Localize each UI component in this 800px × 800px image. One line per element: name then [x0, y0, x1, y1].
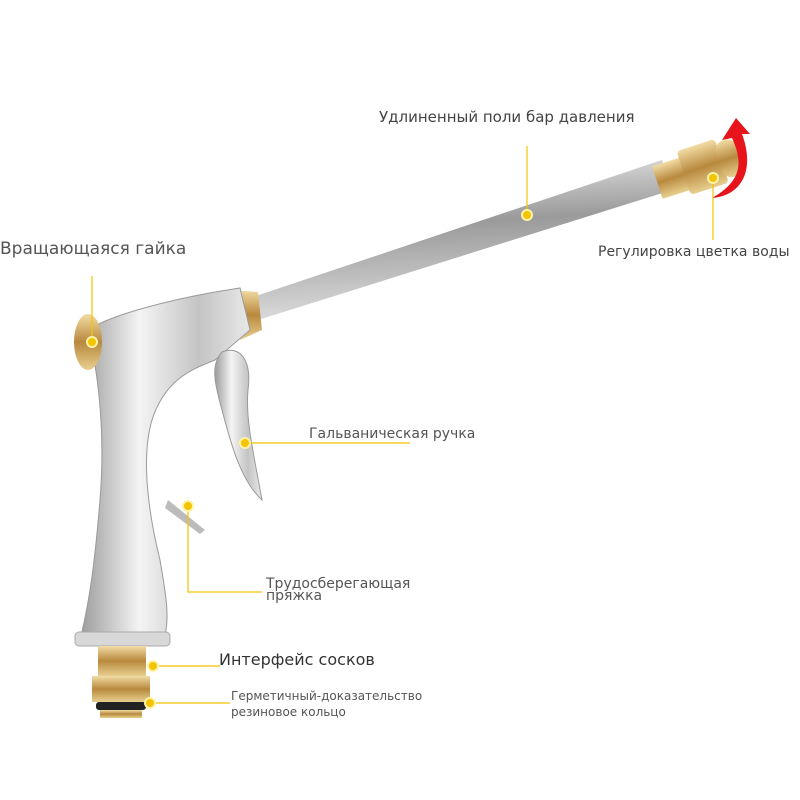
- leader-lines: [91, 146, 714, 704]
- label-rubber-ring: Герметичный-доказательство резиновое кол…: [231, 688, 422, 720]
- label-buckle-line2: пряжка: [266, 588, 323, 604]
- rubber-ring: [96, 702, 146, 710]
- connector-base: [92, 676, 150, 702]
- marker-dots: [86, 172, 719, 709]
- label-ring-line2: резиновое кольцо: [231, 705, 346, 719]
- nozzle: [652, 139, 744, 199]
- rotation-arrow-icon: [712, 118, 750, 198]
- buckle: [165, 500, 205, 534]
- label-buckle-line1: Трудосберегающая: [266, 576, 411, 592]
- label-flower-adjust: Регулировка цветка воды: [598, 244, 790, 260]
- label-ring-line1: Герметичный-доказательство: [231, 689, 423, 703]
- label-rotating-nut: Вращающаяся гайка: [0, 239, 187, 259]
- gun-body: [79, 287, 251, 641]
- base-ring: [74, 631, 171, 647]
- trigger: [214, 349, 263, 502]
- label-nipple-interface: Интерфейс сосков: [219, 650, 375, 669]
- label-pressure-pole: Удлиненный поли бар давления: [379, 108, 635, 126]
- pressure-pole: [250, 160, 672, 320]
- connector-tip: [100, 710, 142, 718]
- label-buckle: Трудосберегающая пряжка: [266, 576, 411, 604]
- nipple-connector: [98, 646, 146, 676]
- label-galvanic-handle: Гальваническая ручка: [309, 426, 476, 442]
